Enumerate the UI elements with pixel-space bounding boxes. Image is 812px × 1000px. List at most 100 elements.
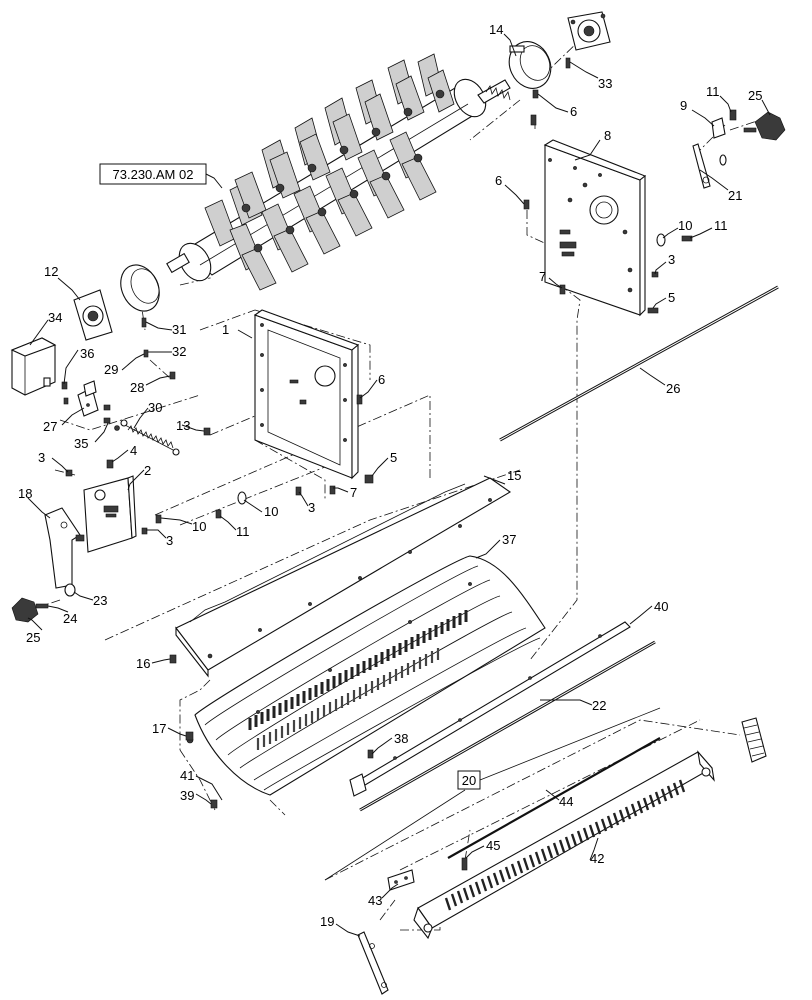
center-fasteners [203,394,374,496]
bolt-33 [565,57,571,69]
bracket-38 [349,749,374,797]
callout-5: 5 [390,450,397,465]
callout-40: 40 [654,599,668,614]
bolt-11-top [729,109,737,121]
bolt-16 [169,654,177,664]
fasteners-35 [103,404,120,431]
callout-4: 4 [130,443,137,458]
callout-10: 10 [678,218,692,233]
callout-6: 6 [570,104,577,119]
callout-43: 43 [368,893,382,908]
callout-7: 7 [539,269,546,284]
callout-3: 3 [166,533,173,548]
section-reference[interactable]: 73.230.AM 02 [99,163,223,189]
small-fasteners-left [61,317,176,405]
callout-14: 14 [489,22,503,37]
callout-25: 25 [748,88,762,103]
callout-37: 37 [502,532,516,547]
callout-21: 21 [728,188,742,203]
callout-23: 23 [93,593,107,608]
ref-box-20-lines [324,707,661,881]
side-plate-8 [543,139,647,317]
plate-2 [83,475,137,553]
callout-42: 42 [590,851,604,866]
shaft-spring [485,85,511,101]
side-plate-1 [253,309,360,480]
clip-9 [711,117,726,139]
bracket-43 [387,869,415,891]
callout-11: 11 [236,524,250,539]
lever-21 [692,143,727,189]
callout-35: 35 [74,436,88,451]
callout-33: 33 [598,76,612,91]
callout-16: 16 [136,656,150,671]
bolt-17 [185,731,194,741]
callout-19: 19 [320,914,334,929]
cover-slots [444,779,686,911]
callout-11: 11 [706,84,720,99]
callout-3: 3 [668,252,675,267]
callout-31: 31 [172,322,186,337]
bearing-housing-top [567,11,611,51]
callout-34: 34 [48,310,62,325]
washer-23 [64,583,76,597]
callout-29: 29 [104,362,118,377]
leader-lines [27,33,771,937]
fasteners-3-4 [65,459,247,535]
callout-5: 5 [668,290,675,305]
rod-26 [499,285,779,442]
bolt-39 [210,799,218,809]
callout-24: 24 [63,611,77,626]
callout-12: 12 [44,264,58,279]
drum-end-cover-left [120,264,160,312]
callout-30: 30 [148,400,162,415]
callout-1: 1 [222,322,229,337]
strip-44 [447,737,661,859]
bolt-45 [461,857,468,871]
callout-9: 9 [680,98,687,113]
knob-25-top [743,111,786,141]
callout-10: 10 [264,504,278,519]
guard-34 [10,337,57,396]
shield-15 [175,477,512,678]
callout-22: 22 [592,698,606,713]
callout-25: 25 [26,630,40,645]
callout-3: 3 [308,500,315,515]
callout-2: 2 [144,463,151,478]
part-20-reference[interactable]: 20 [457,770,481,790]
callout-26: 26 [666,381,680,396]
rod-22 [359,640,656,812]
callout-7: 7 [350,485,357,500]
concave-grate-37 [186,555,546,796]
callout-17: 17 [152,721,166,736]
callout-28: 28 [130,380,144,395]
grate-slots [248,610,468,750]
knob-25-left [11,597,49,623]
callout-44: 44 [559,794,573,809]
roller-sleeve [741,717,767,763]
strap-19 [357,931,389,995]
callout-6: 6 [495,173,502,188]
drum-end-cover-14 [508,41,552,89]
alignment-lines [44,39,761,931]
callout-8: 8 [604,128,611,143]
callout-labels: 14 33 6 8 9 11 25 21 6 10 11 3 7 5 26 12… [18,22,762,929]
callout-45: 45 [486,838,500,853]
bearing-12 [73,289,113,341]
callout-3: 3 [38,450,45,465]
section-reference-label: 73.230.AM 02 [113,167,194,182]
callout-39: 39 [180,788,194,803]
beater-rotor-assembly [166,53,511,291]
cover-42 [413,750,715,940]
callout-18: 18 [18,486,32,501]
spring-30 [120,419,180,456]
bracket-27 [77,380,99,417]
callout-41: 41 [180,768,194,783]
callout-6: 6 [378,372,385,387]
callout-11: 11 [714,218,728,233]
callout-10: 10 [192,519,206,534]
callout-38: 38 [394,731,408,746]
bolt-6-top [530,89,539,126]
callout-13: 13 [176,418,190,433]
